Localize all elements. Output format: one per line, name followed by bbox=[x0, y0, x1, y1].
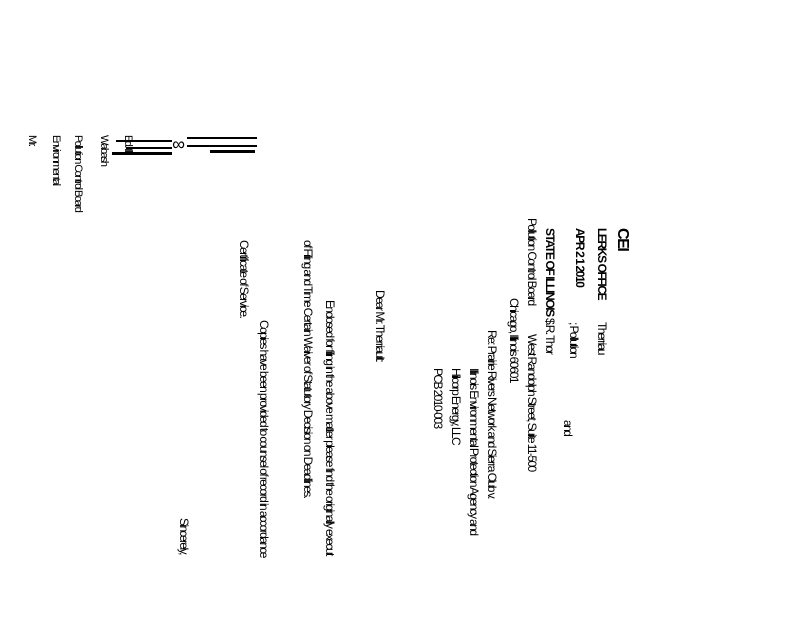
addressee-name: Therriau bbox=[595, 322, 609, 354]
stamp-board: Pollution Control Board bbox=[525, 218, 539, 305]
letterhead-line: Ed. Ill. bbox=[122, 135, 134, 153]
addressee-city: Chicago, Illinois 60601 bbox=[507, 298, 521, 382]
body-paragraph-line: Copies have been provided to counsel of … bbox=[257, 320, 271, 557]
letterhead-line: Wabash bbox=[98, 135, 110, 166]
letterhead-logo-icon: ∞ bbox=[172, 134, 185, 154]
letterhead-line: Environmental bbox=[50, 135, 62, 185]
stamp-mark: CEI bbox=[614, 228, 631, 251]
closing: Sincerely, bbox=[177, 518, 191, 554]
salutation: Dear Mr. Therriault: bbox=[373, 290, 387, 362]
letterhead-line: Pollution Control Board bbox=[72, 135, 84, 212]
re-line: Hilcorp Energy, LLC bbox=[449, 368, 463, 445]
addressee-org: ; Pollution bbox=[567, 322, 581, 358]
addressee-org2: $.R. Thor bbox=[543, 318, 557, 354]
addressee-org-end: and bbox=[561, 420, 575, 436]
body-paragraph-line: of Filing and Time Certain Waiver of Sta… bbox=[301, 240, 315, 498]
stamp-date: APR 2 1 2010 bbox=[573, 228, 587, 287]
body-paragraph-line: Enclosed for filing in the above matter … bbox=[323, 300, 337, 555]
body-paragraph-line: Certificate of Service. bbox=[237, 240, 251, 318]
re-line: Re: Prairie Rivers Network and Sierra Cl… bbox=[485, 330, 499, 498]
re-line: Illinois Environmental Protection Agency… bbox=[467, 368, 481, 535]
stamp-state: STATE OF ILLINOIS bbox=[543, 228, 557, 316]
addressee-street: West Randolph Street, Suite 11-500 bbox=[525, 334, 539, 471]
re-line: PCB 2010-003 bbox=[431, 368, 445, 428]
letterhead-line: Mr. bbox=[26, 135, 38, 146]
stamp-office: LERKS OFFICE bbox=[595, 228, 609, 300]
